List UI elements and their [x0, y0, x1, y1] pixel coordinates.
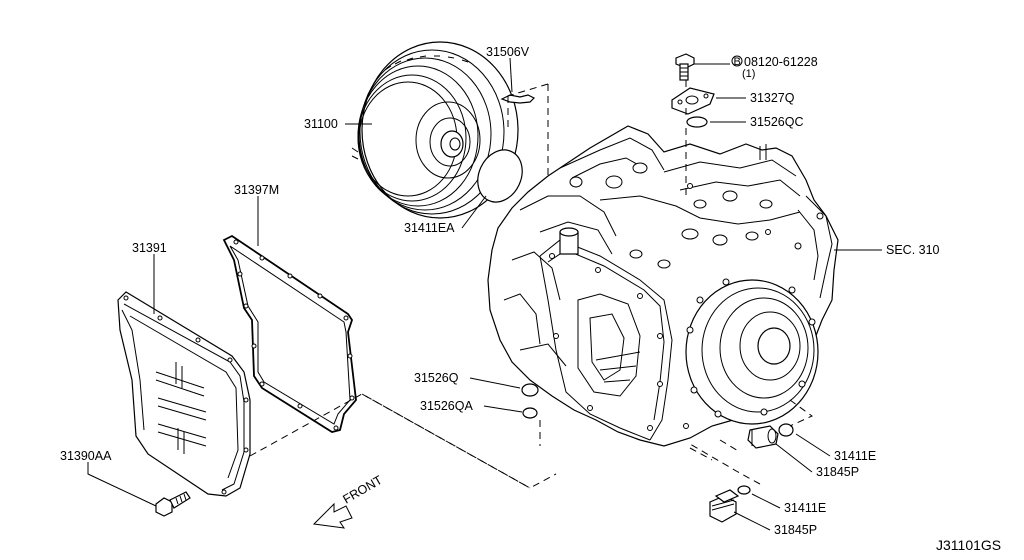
- plate[interactable]: [671, 87, 715, 115]
- bolt-top[interactable]: [675, 53, 695, 81]
- washer-upper[interactable]: [778, 423, 794, 437]
- callout-drain-bolt: 31390AA: [60, 449, 112, 463]
- callout-plug-lower: 31845P: [774, 523, 817, 537]
- drain-bolt[interactable]: [155, 491, 191, 517]
- front-label: FRONT: [341, 473, 386, 507]
- callout-bolt-top-qty: (1): [742, 68, 755, 80]
- seal-top[interactable]: [500, 94, 536, 104]
- drawing-code: J31101GS: [936, 537, 1001, 553]
- callout-washer-lower: 31411E: [784, 501, 826, 515]
- callout-bolt-top: 08120-61228: [744, 55, 818, 69]
- o-ring-plate[interactable]: [686, 116, 708, 128]
- assembly-lines: [249, 80, 813, 489]
- callout-washer-upper: 31411E: [834, 449, 876, 463]
- callout-gasket: 31397M: [234, 183, 279, 197]
- callout-o-ring-a: 31526Q: [414, 371, 459, 385]
- washer-lower[interactable]: [737, 485, 751, 495]
- o-ring-b[interactable]: [522, 407, 538, 419]
- gasket[interactable]: [222, 234, 357, 433]
- callout-seal-top: 31506V: [486, 45, 530, 59]
- callout-o-ring-b: 31526QA: [420, 399, 473, 413]
- o-ring-converter[interactable]: [470, 143, 531, 210]
- callout-section-ref: SEC. 310: [886, 243, 940, 257]
- leader-lines: [87, 57, 882, 531]
- callout-labels: 31100 31506V 31411EA B 08120-61228 (1) 3…: [60, 45, 940, 537]
- o-ring-a[interactable]: [521, 383, 539, 397]
- plug-lower[interactable]: [709, 489, 740, 523]
- oil-pan[interactable]: [117, 291, 251, 497]
- callout-oil-pan: 31391: [132, 241, 167, 255]
- callout-plug-upper: 31845P: [816, 465, 859, 479]
- callout-bolt-marker: B: [734, 56, 741, 68]
- callout-o-ring-plate: 31526QC: [750, 115, 804, 129]
- callout-torque-converter: 31100: [304, 117, 338, 131]
- plug-upper[interactable]: [747, 425, 779, 449]
- callout-o-ring-converter: 31411EA: [404, 221, 455, 235]
- front-arrow: FRONT: [312, 473, 386, 529]
- callout-plate: 31327Q: [750, 91, 795, 105]
- transmission-case[interactable]: [487, 125, 839, 447]
